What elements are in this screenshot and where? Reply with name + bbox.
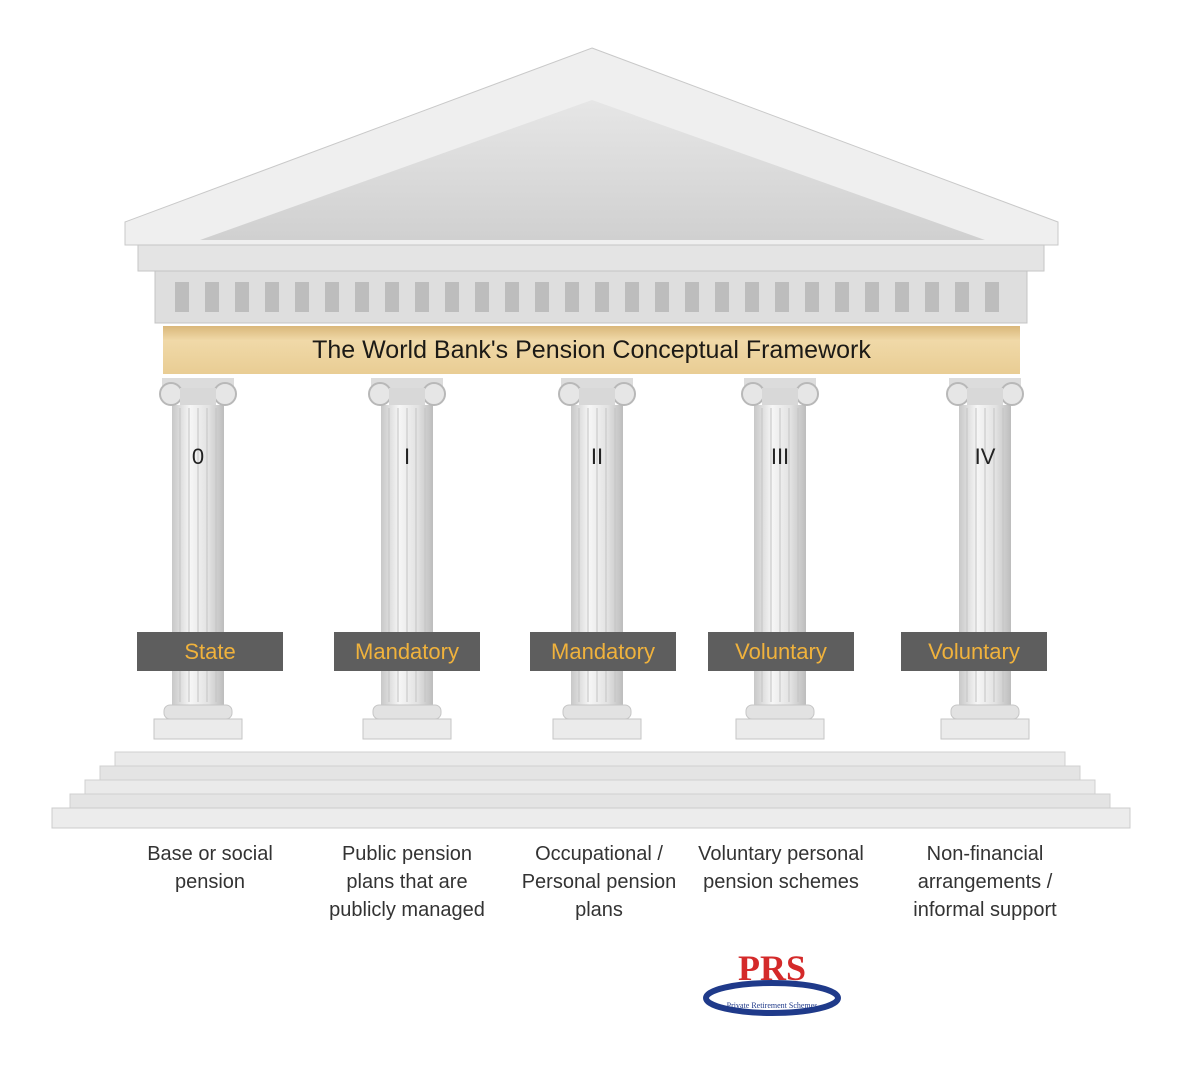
triglyph [385, 282, 399, 312]
pillar-numeral: 0 [191, 444, 205, 469]
logo-text: PRS [738, 948, 806, 988]
triglyph [505, 282, 519, 312]
title-banner: The World Bank's Pension Conceptual Fram… [163, 326, 1020, 374]
frieze [154, 270, 1028, 324]
pillar-numeral: II [590, 444, 604, 469]
triglyph [625, 282, 639, 312]
column [552, 378, 642, 740]
triglyph [805, 282, 819, 312]
pillar-type-label: Mandatory [530, 632, 676, 671]
pediment [124, 47, 1059, 272]
triglyph [595, 282, 609, 312]
triglyph [865, 282, 879, 312]
triglyph [985, 282, 999, 312]
pillar-numeral: IV [974, 444, 996, 469]
triglyph [685, 282, 699, 312]
triglyph [655, 282, 669, 312]
steps [51, 751, 1131, 829]
pillar-type-label: Voluntary [708, 632, 854, 671]
triglyph [565, 282, 579, 312]
triglyph [355, 282, 369, 312]
triglyph [775, 282, 789, 312]
column [153, 378, 243, 740]
pillar-description: Non-financial arrangements / informal su… [913, 843, 1057, 921]
triglyph [745, 282, 759, 312]
triglyph [265, 282, 279, 312]
pillar-description: Occupational / Personal pension plans [521, 843, 677, 921]
triglyph [295, 282, 309, 312]
triglyph [205, 282, 219, 312]
pillar-numeral: I [403, 444, 411, 469]
logo-subtitle: Private Retirement Schemes [727, 1001, 818, 1010]
triglyph [895, 282, 909, 312]
triglyph [955, 282, 969, 312]
triglyph [415, 282, 429, 312]
triglyph [445, 282, 459, 312]
triglyph [475, 282, 489, 312]
pillar-description: Base or social pension [147, 843, 273, 893]
triglyph [535, 282, 549, 312]
pillar-numeral: III [770, 444, 790, 469]
triglyph [925, 282, 939, 312]
triglyph [715, 282, 729, 312]
triglyph [835, 282, 849, 312]
pillar-type-label: Voluntary [901, 632, 1047, 671]
prs-logo: PRS Private Retirement Schemes [703, 948, 841, 1016]
column [735, 378, 825, 740]
triglyph [175, 282, 189, 312]
pillar-type-label: State [137, 632, 283, 671]
column [362, 378, 452, 740]
pillar-type-label: Mandatory [334, 632, 480, 671]
pillar-description: Voluntary personal pension schemes [698, 843, 864, 893]
triglyph [325, 282, 339, 312]
column [940, 378, 1030, 740]
triglyph [235, 282, 249, 312]
pillar-description: Public pension plans that are publicly m… [329, 843, 485, 921]
